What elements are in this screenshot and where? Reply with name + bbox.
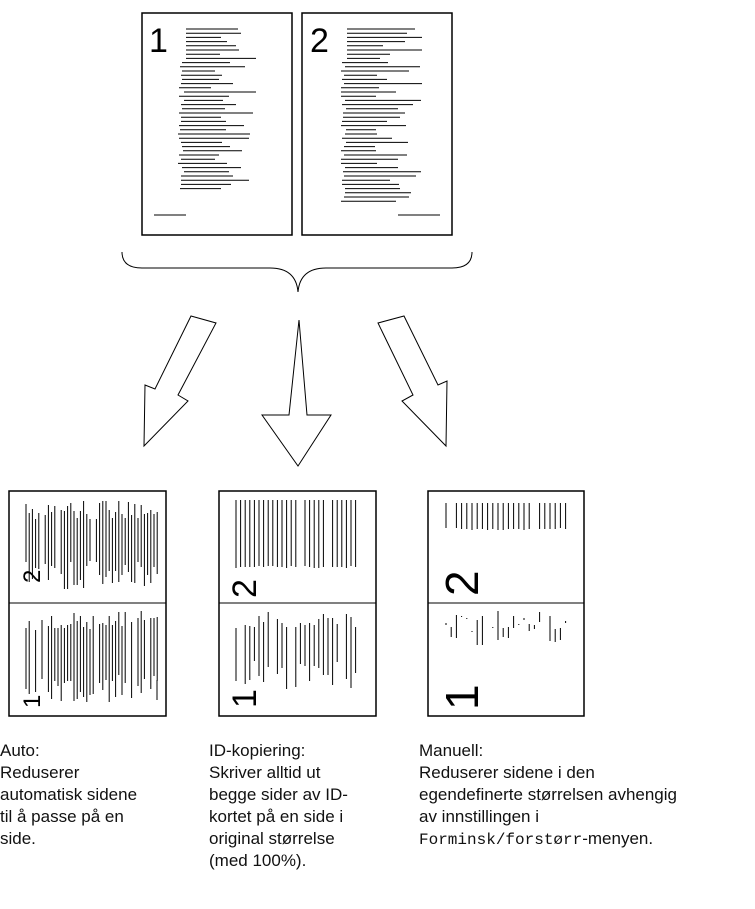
caption-auto-line: Reduserer — [0, 763, 80, 782]
page-2-number: 2 — [310, 22, 329, 60]
original-page-1: 1 — [141, 12, 293, 236]
caption-manual-menu-line: Forminsk/forstørr-menyen. — [419, 828, 677, 851]
id-copy-bottom-number: 1 — [226, 689, 264, 708]
caption-auto: Auto: Reduserer automatisk sidene til å … — [0, 740, 137, 850]
caption-id-copy-line: Skriver alltid ut — [209, 763, 321, 782]
caption-id-copy-line: begge sider av ID- — [209, 785, 348, 804]
id-copy-top-number: 2 — [226, 579, 264, 598]
caption-auto-line: automatisk sidene — [0, 785, 138, 804]
grouping-brace — [121, 251, 473, 293]
caption-manual-line: Manuell: — [419, 741, 484, 760]
caption-manual: Manuell: Reduserer sidene i den egendefi… — [419, 740, 677, 851]
auto-bottom-number: 1 — [19, 695, 46, 708]
caption-id-copy-line: kortet på en side i — [209, 807, 344, 826]
auto-top-number: 2 — [19, 570, 46, 583]
arrow-center — [261, 319, 332, 467]
caption-id-copy: ID-kopiering: Skriver alltid ut begge si… — [209, 740, 348, 872]
result-manual: 2 1 — [427, 490, 585, 717]
caption-manual-line: Reduserer sidene i den — [419, 763, 595, 782]
manual-bottom-number: 1 — [436, 684, 488, 710]
caption-auto-line: side. — [0, 829, 36, 848]
caption-auto-line: Auto: — [0, 741, 40, 760]
original-page-2: 2 — [301, 12, 453, 236]
arrow-right — [377, 315, 448, 448]
caption-id-copy-line: ID-kopiering: — [209, 741, 306, 760]
arrow-left — [143, 315, 217, 448]
menu-name: Forminsk/forstørr — [419, 831, 583, 849]
caption-auto-line: til å passe på en — [0, 807, 124, 826]
caption-manual-line: egendefinerte størrelsen avhengig — [419, 785, 677, 804]
manual-top-number: 2 — [436, 570, 488, 596]
page-1-number: 1 — [149, 22, 168, 60]
caption-manual-line: av innstillingen i — [419, 807, 540, 826]
result-auto: 2 1 — [8, 490, 167, 717]
result-id-copy: 2 1 — [218, 490, 377, 717]
menu-suffix: -menyen. — [582, 829, 654, 848]
caption-id-copy-line: (med 100%). — [209, 851, 307, 870]
caption-id-copy-line: original størrelse — [209, 829, 335, 848]
